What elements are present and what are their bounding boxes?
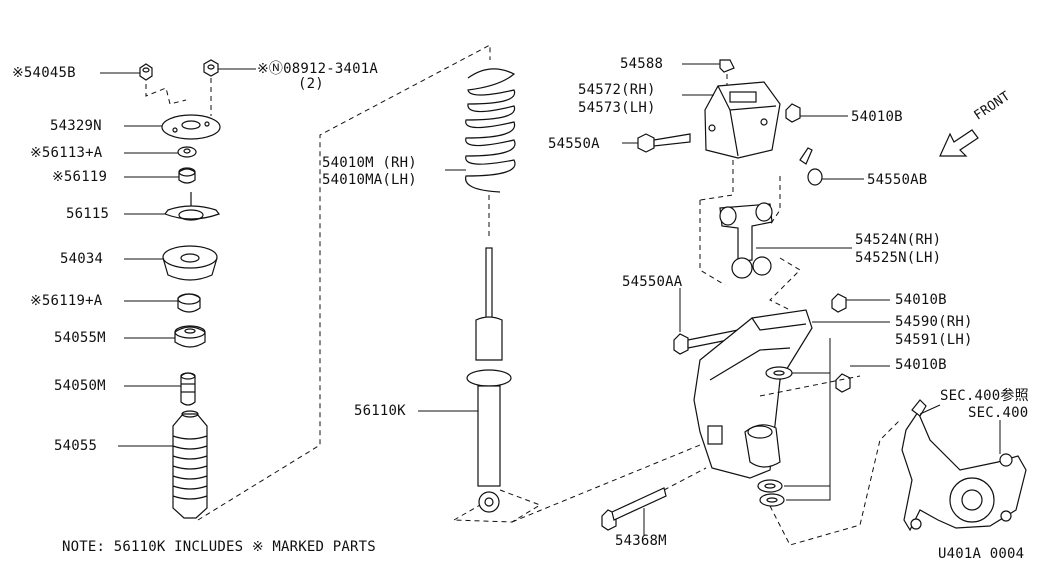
plate-54329n <box>161 114 221 140</box>
label-54050m: 54050M <box>54 378 106 394</box>
label-54329n: 54329N <box>50 118 102 134</box>
label-54055m: 54055M <box>54 330 106 346</box>
dash-assembly <box>197 44 491 521</box>
label-sec400: SEC.400 <box>968 405 1029 421</box>
washer-lower-2 <box>759 493 785 507</box>
label-56110k: 56110K <box>354 403 406 419</box>
label-54590-rh: 54590(RH) <box>895 314 973 330</box>
dash-bracket <box>699 160 781 226</box>
label-54550a: 54550A <box>548 136 600 152</box>
bolt-54550ab <box>799 147 823 186</box>
nut-54045b <box>139 63 153 81</box>
coil-spring-54010m <box>465 68 516 193</box>
link-54524n <box>719 202 773 279</box>
nut-54010b-low <box>835 373 851 393</box>
nut-08912 <box>203 59 219 77</box>
front-arrow-icon <box>939 129 979 157</box>
label-54550aa: 54550AA <box>622 274 683 290</box>
washer-56113a <box>177 146 197 158</box>
label-54588: 54588 <box>620 56 664 72</box>
label-54550ab: 54550AB <box>867 172 928 188</box>
bolt-54550a <box>637 133 691 153</box>
bolt-54368m <box>601 487 667 531</box>
bracket-54572 <box>704 81 781 159</box>
label-56119: ※56119 <box>52 169 108 185</box>
label-54010b-2: 54010B <box>895 292 947 308</box>
label-54368m: 54368M <box>615 533 667 549</box>
label-sec400-ref: SEC.400参照 <box>940 388 1029 404</box>
label-54010m-rh: 54010M (RH) <box>322 155 417 171</box>
nut-54588 <box>719 59 735 73</box>
label-56119a: ※56119+A <box>30 293 103 309</box>
nut-54010b-top <box>785 103 801 123</box>
dash-link <box>699 200 801 311</box>
dash-knuckle <box>769 419 901 546</box>
label-56115: 56115 <box>66 206 110 222</box>
seat-54055m <box>174 325 206 348</box>
shock-absorber-56110k <box>466 247 512 513</box>
label-54525n-lh: 54525N(LH) <box>855 250 942 266</box>
label-54034: 54034 <box>60 251 104 267</box>
label-54572-rh: 54572(RH) <box>578 82 656 98</box>
knuckle-sec400 <box>901 399 1027 532</box>
label-54045b: ※54045B <box>12 65 76 81</box>
washer-lower-1 <box>757 479 783 493</box>
nut-54010b-mid <box>831 293 847 313</box>
label-54010b-1: 54010B <box>851 109 903 125</box>
label-08912: ※Ⓝ08912-3401A <box>257 61 379 77</box>
label-54524n-rh: 54524N(RH) <box>855 232 942 248</box>
dash-shock-bottom <box>453 489 542 523</box>
label-56113a: ※56113+A <box>30 145 103 161</box>
seat-54034 <box>162 245 218 281</box>
bumper-54050m <box>180 372 196 406</box>
label-54055: 54055 <box>54 438 98 454</box>
label-54591-lh: 54591(LH) <box>895 332 973 348</box>
dash-54045b <box>145 84 187 105</box>
diagram-id: U401A 0004 <box>938 546 1025 562</box>
dash-shock-arm <box>511 444 701 523</box>
bushing-56119 <box>178 167 196 184</box>
label-54010b-3: 54010B <box>895 357 947 373</box>
boot-54055 <box>172 410 208 519</box>
lower-arm-54590 <box>693 309 813 479</box>
label-54573-lh: 54573(LH) <box>578 100 656 116</box>
label-54010ma-lh: 54010MA(LH) <box>322 172 417 188</box>
bushing-56119a <box>177 293 201 313</box>
mount-56115 <box>164 192 220 221</box>
label-08912-qty: (2) <box>298 76 324 92</box>
note-text: NOTE: 56110K INCLUDES ※ MARKED PARTS <box>62 539 376 555</box>
